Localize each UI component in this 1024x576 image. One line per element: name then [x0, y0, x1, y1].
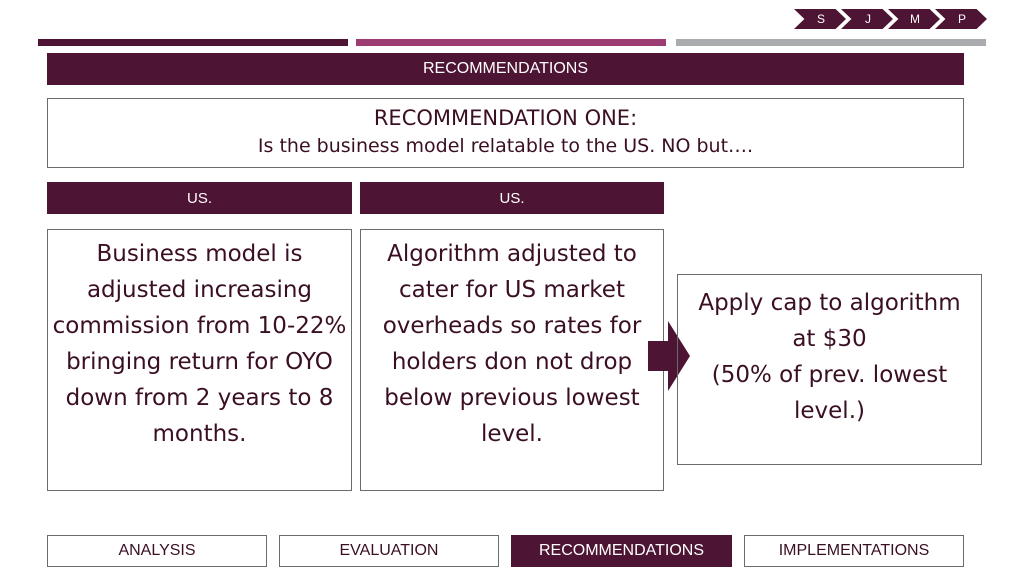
- tab-evaluation[interactable]: EVALUATION: [279, 535, 499, 567]
- section-banner: RECOMMENDATIONS: [47, 53, 964, 85]
- progress-bar-segment-2: [356, 39, 666, 46]
- tab-analysis-label: ANALYSIS: [118, 542, 196, 559]
- banner-title: RECOMMENDATIONS: [422, 60, 589, 77]
- column-header-1-label: US.: [186, 189, 212, 207]
- column-header-2-label: US.: [499, 189, 525, 207]
- algorithm-card: Algorithm adjusted to cater for US marke…: [360, 229, 664, 491]
- column-header-1: US.: [47, 182, 352, 214]
- progress-bar-segment-3: [676, 39, 986, 46]
- tab-implementations[interactable]: IMPLEMENTATIONS: [744, 535, 964, 567]
- recommendation-title: RECOMMENDATION ONE:: [373, 106, 638, 130]
- tab-recommendations-label: RECOMMENDATIONS: [538, 542, 705, 559]
- tab-analysis[interactable]: ANALYSIS: [47, 535, 267, 567]
- chevron-m[interactable]: M: [888, 9, 940, 29]
- tab-implementations-label: IMPLEMENTATIONS: [778, 542, 930, 559]
- tab-recommendations[interactable]: RECOMMENDATIONS: [511, 535, 732, 567]
- chevron-j[interactable]: J: [841, 9, 893, 29]
- conclusion-line-1: Apply cap to algorithm at $30: [698, 290, 961, 352]
- conclusion-card: Apply cap to algorithm at $30 (50% of pr…: [677, 274, 982, 465]
- recommendation-subtitle: Is the business model relatable to the U…: [257, 135, 754, 157]
- algorithm-text: Algorithm adjusted to cater for US marke…: [382, 241, 642, 447]
- chevron-s[interactable]: S: [794, 9, 846, 29]
- progress-bar-segment-1: [38, 39, 348, 46]
- column-header-2: US.: [360, 182, 664, 214]
- arrow-right-icon: [648, 321, 690, 391]
- section-chevron-nav: S J M P: [794, 9, 987, 29]
- conclusion-line-2: (50% of prev. lowest level.): [711, 362, 948, 424]
- chevron-p[interactable]: P: [935, 9, 987, 29]
- business-model-card: Business model is adjusted increasing co…: [47, 229, 352, 491]
- tab-evaluation-label: EVALUATION: [339, 542, 439, 559]
- recommendation-box: RECOMMENDATION ONE: Is the business mode…: [47, 98, 964, 168]
- business-model-text: Business model is adjusted increasing co…: [52, 241, 347, 447]
